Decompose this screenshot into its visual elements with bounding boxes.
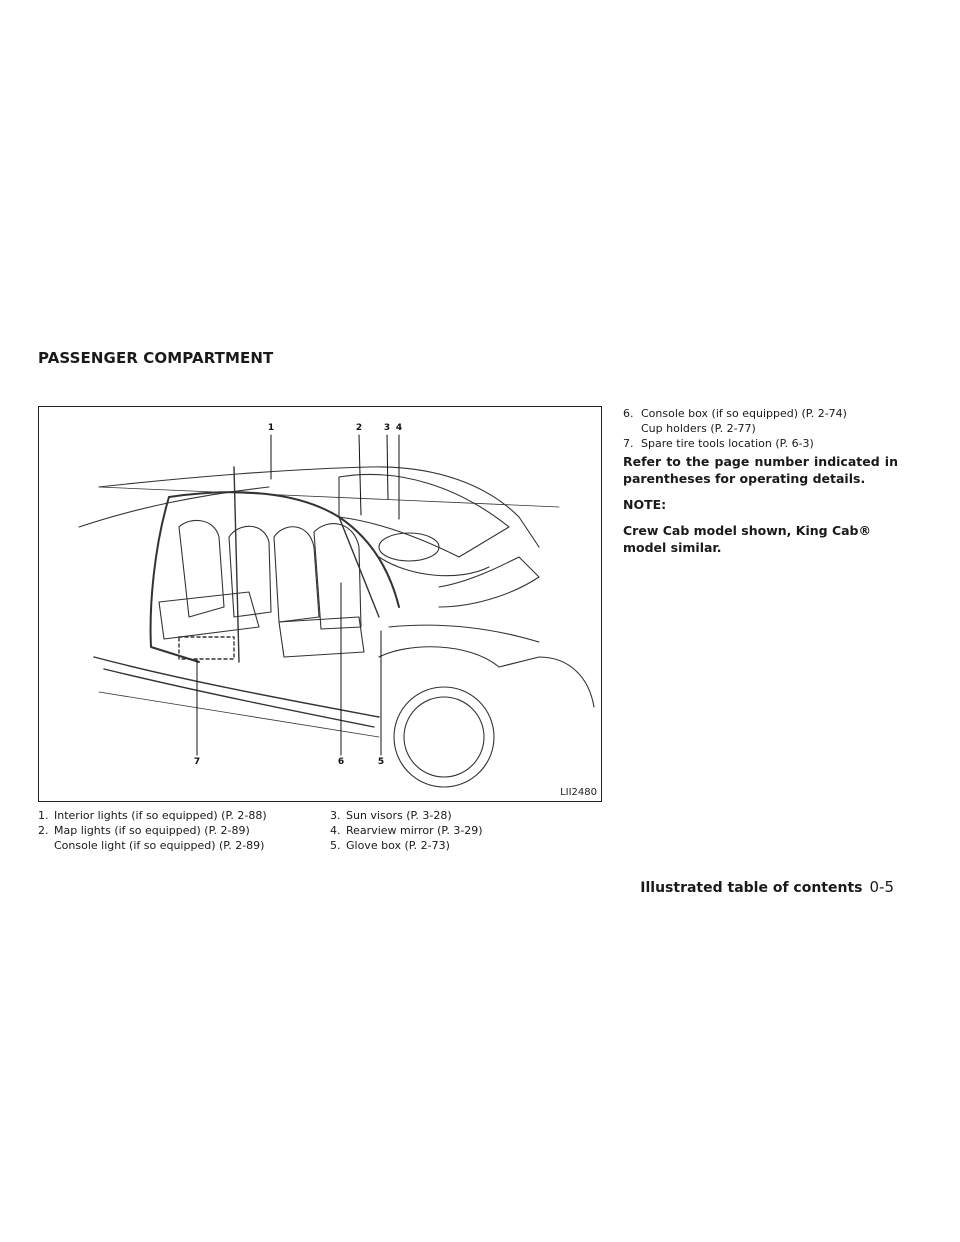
- callout-6: 6: [337, 757, 345, 767]
- callout-7: 7: [193, 757, 201, 767]
- legend-item: 3. Sun visors (P. 3-28): [330, 809, 452, 822]
- note-label: NOTE:: [623, 497, 667, 512]
- legend-subitem: Cup holders (P. 2-77): [641, 422, 756, 435]
- legend-item: 1. Interior lights (if so equipped) (P. …: [38, 809, 267, 822]
- legend-item: 7. Spare tire tools location (P. 6-3): [623, 437, 814, 450]
- callout-5: 5: [377, 757, 385, 767]
- legend-item: 5. Glove box (P. 2-73): [330, 839, 450, 852]
- legend-left: 1. Interior lights (if so equipped) (P. …: [38, 808, 328, 853]
- figure-id: LII2480: [560, 787, 597, 798]
- legend-subitem: Console light (if so equipped) (P. 2-89): [54, 839, 265, 852]
- note-body: Crew Cab model shown, King Cab® model si…: [623, 523, 871, 555]
- section-heading: PASSENGER COMPARTMENT: [38, 349, 274, 367]
- callout-1: 1: [267, 423, 275, 433]
- legend-item: 2. Map lights (if so equipped) (P. 2-89): [38, 824, 250, 837]
- right-column: 6. Console box (if so equipped) (P. 2-74…: [623, 406, 898, 556]
- legend-item: 6. Console box (if so equipped) (P. 2-74…: [623, 407, 847, 420]
- page-number: 0-5: [869, 878, 895, 896]
- legend-item: 4. Rearview mirror (P. 3-29): [330, 824, 483, 837]
- truck-interior-drawing: [78, 434, 595, 788]
- callout-4: 4: [395, 423, 403, 433]
- callout-2: 2: [355, 423, 363, 433]
- footer-section-title: Illustrated table of contents: [640, 880, 863, 896]
- callout-3: 3: [383, 423, 391, 433]
- page-footer: Illustrated table of contents 0-5: [640, 878, 894, 896]
- legend-middle: 3. Sun visors (P. 3-28) 4. Rearview mirr…: [330, 808, 600, 853]
- refer-instructions: Refer to the page number indicated in pa…: [623, 454, 898, 486]
- passenger-compartment-illustration: 1 2 3 4 5 6 7 LII2480: [38, 406, 602, 802]
